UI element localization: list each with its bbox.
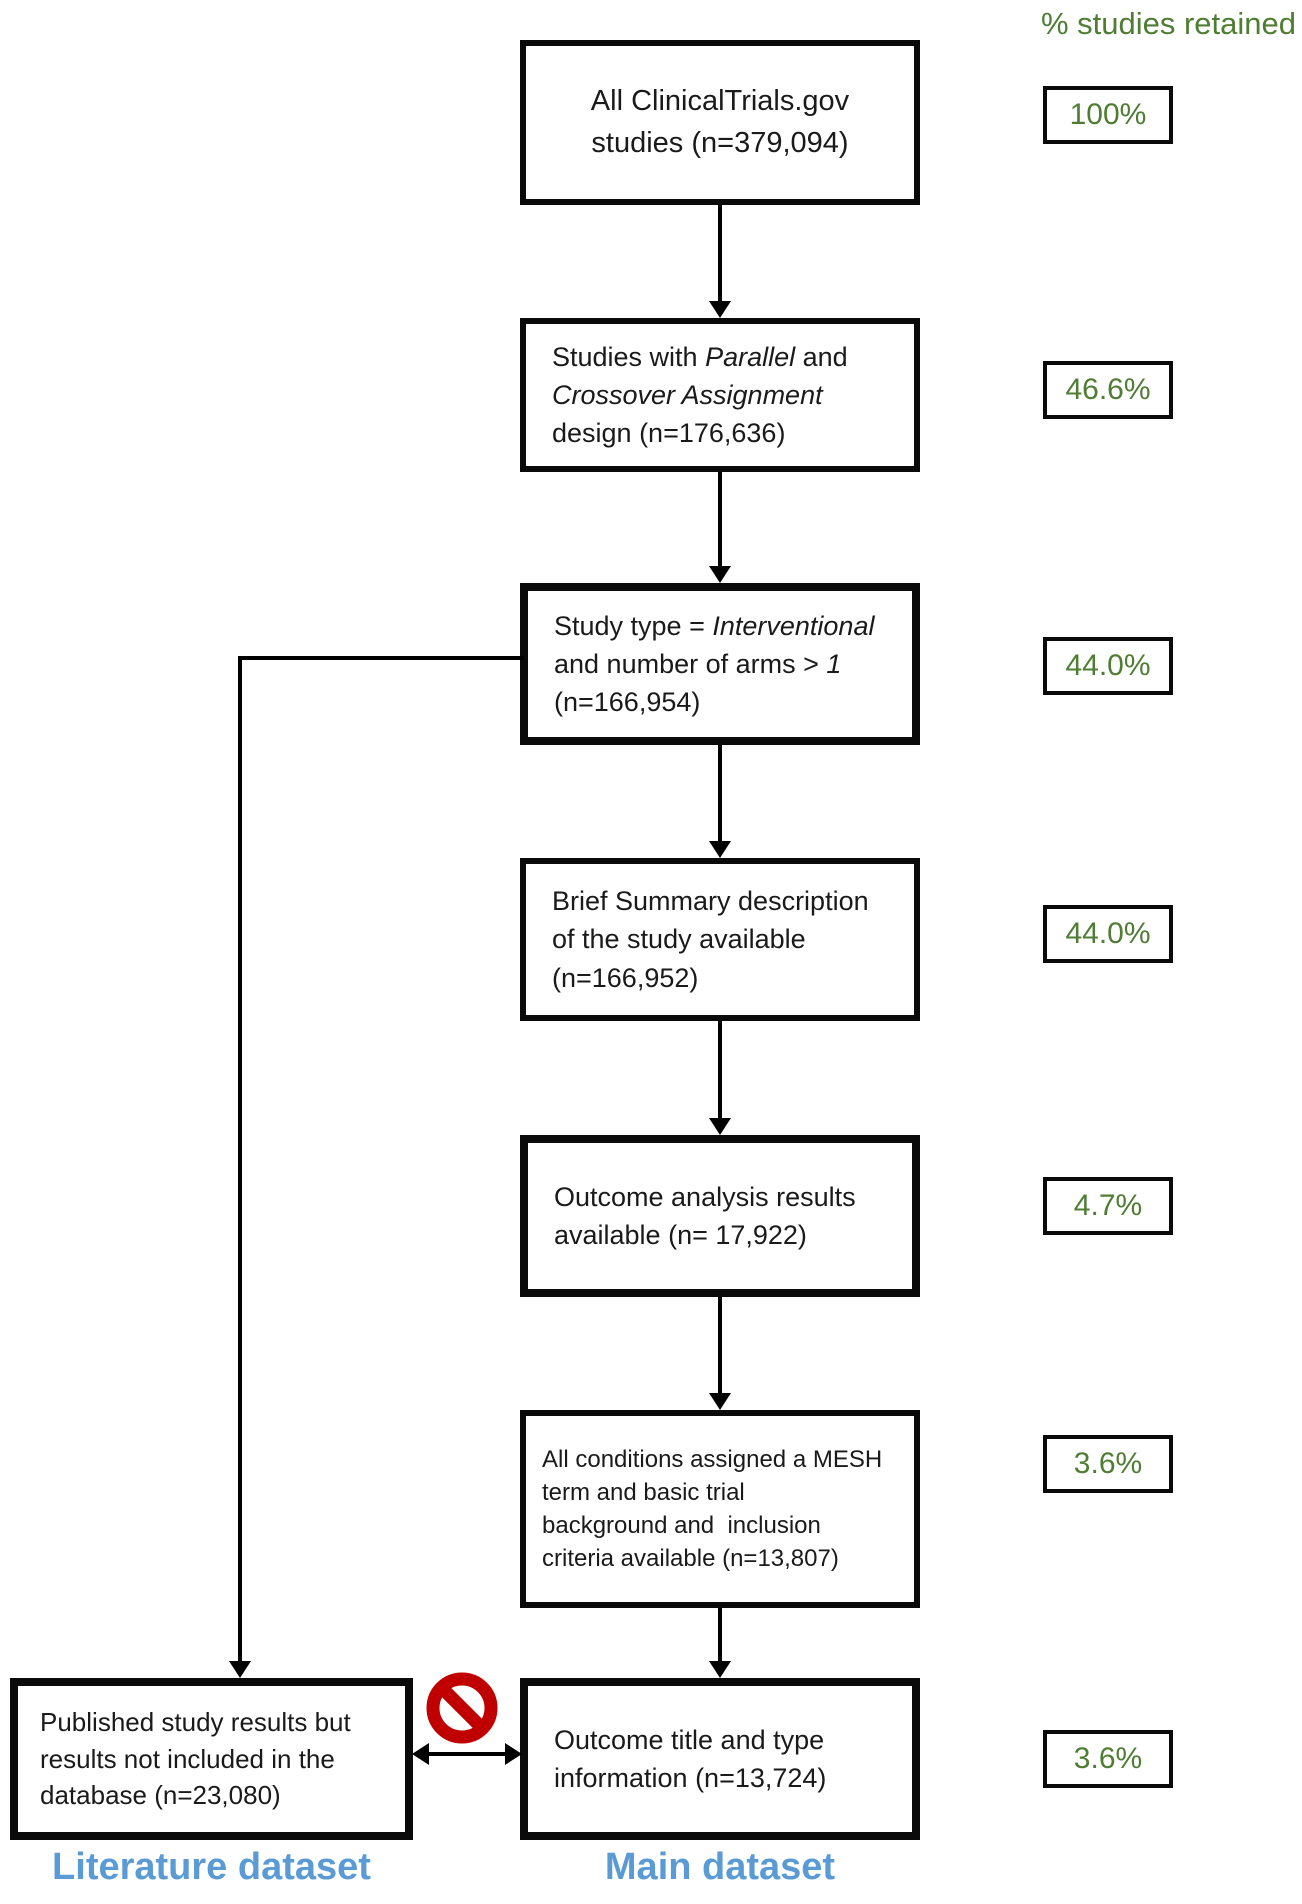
arrow-down-icon	[229, 1661, 251, 1678]
flow-box-all-studies: All ClinicalTrials.gov studies (n=379,09…	[520, 40, 920, 205]
retained-header: % studies retained	[1040, 6, 1296, 41]
flow-box-outcome-analysis: Outcome analysis results available (n= 1…	[520, 1135, 920, 1297]
arrow-down-icon	[709, 301, 731, 318]
connector-line-1	[718, 205, 722, 303]
pct-box-4: 44.0%	[1043, 905, 1173, 963]
branch-line-vertical	[238, 656, 242, 1662]
flow-box-mesh-conditions: All conditions assigned a MESH term and …	[520, 1410, 920, 1608]
arrow-down-icon	[709, 841, 731, 858]
connector-line-3	[718, 745, 722, 842]
arrow-right-icon	[505, 1743, 522, 1765]
arrow-down-icon	[709, 1393, 731, 1410]
pct-box-7: 3.6%	[1043, 1730, 1173, 1788]
pct-box-1: 100%	[1043, 86, 1173, 144]
pct-box-5: 4.7%	[1043, 1177, 1173, 1235]
arrow-left-icon	[412, 1743, 429, 1765]
connector-line-6	[718, 1608, 722, 1662]
flow-box-design: Studies with Parallel and Crossover Assi…	[520, 318, 920, 472]
pct-box-3: 44.0%	[1043, 637, 1173, 695]
flow-box-published-results: Published study results but results not …	[10, 1678, 413, 1840]
flow-box-brief-summary: Brief Summary description of the study a…	[520, 858, 920, 1021]
link-line-datasets	[429, 1752, 505, 1756]
literature-dataset-label: Literature dataset	[52, 1846, 371, 1888]
connector-line-2	[718, 472, 722, 567]
flow-box-outcome-title: Outcome title and type information (n=13…	[520, 1678, 920, 1840]
no-entry-icon	[426, 1672, 498, 1744]
arrow-down-icon	[709, 1661, 731, 1678]
arrow-down-icon	[709, 1118, 731, 1135]
main-dataset-label: Main dataset	[604, 1846, 836, 1888]
connector-line-4	[718, 1021, 722, 1119]
pct-box-2: 46.6%	[1043, 361, 1173, 419]
flow-box-interventional: Study type = Interventional and number o…	[520, 583, 920, 745]
pct-box-6: 3.6%	[1043, 1435, 1173, 1493]
connector-line-5	[718, 1297, 722, 1394]
branch-line-horizontal	[238, 656, 524, 660]
arrow-down-icon	[709, 566, 731, 583]
